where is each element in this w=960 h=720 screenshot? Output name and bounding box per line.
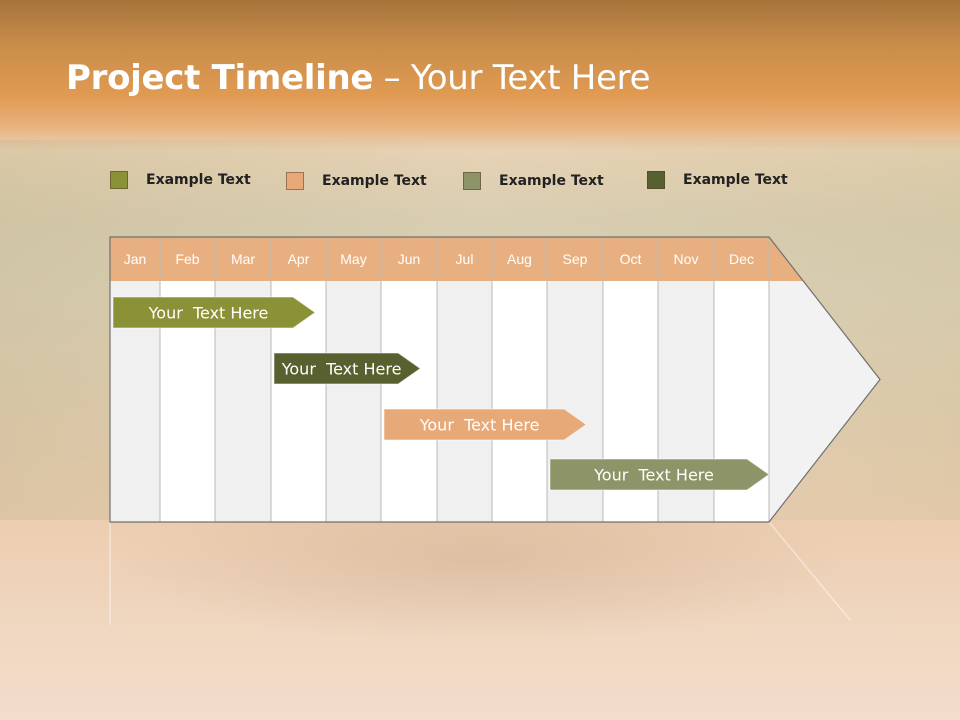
- timeline-reflection: [109, 521, 851, 625]
- month-label-jul: Jul: [456, 251, 474, 267]
- legend-item-3: Example Text: [463, 172, 604, 190]
- legend-label: Example Text: [146, 172, 251, 188]
- month-label-aug: Aug: [507, 251, 532, 267]
- legend-label: Example Text: [499, 173, 604, 189]
- timeline-task-4: Your Text Here: [549, 458, 770, 491]
- month-label-oct: Oct: [620, 251, 642, 267]
- legend-swatch: [286, 172, 304, 190]
- legend-item-4: Example Text: [647, 171, 788, 189]
- month-label-jan: Jan: [124, 251, 147, 267]
- legend-item-1: Example Text: [110, 171, 251, 189]
- task-label: Your Text Here: [419, 416, 540, 435]
- month-column: [381, 281, 437, 522]
- legend-label: Example Text: [683, 172, 788, 188]
- month-column: [492, 281, 547, 522]
- legend-swatch: [110, 171, 128, 189]
- month-label-feb: Feb: [175, 251, 199, 267]
- month-label-apr: Apr: [288, 251, 310, 267]
- month-label-may: May: [340, 251, 366, 267]
- month-label-jun: Jun: [398, 251, 421, 267]
- task-label: Your Text Here: [148, 304, 269, 323]
- task-arrow-shape: [273, 352, 422, 385]
- title-bold-text: Project Timeline: [66, 58, 374, 98]
- reflection-edge-right: [768, 521, 851, 621]
- timeline-task-3: Your Text Here: [383, 408, 588, 441]
- task-label: Your Text Here: [281, 360, 402, 379]
- month-label-dec: Dec: [729, 251, 754, 267]
- title-rest-text: – Your Text Here: [373, 58, 651, 98]
- task-arrow-shape: [383, 408, 588, 441]
- timeline-task-1: Your Text Here: [112, 296, 316, 329]
- task-arrow-shape: [112, 296, 316, 329]
- slide-title: Project Timeline – Your Text Here: [66, 58, 651, 98]
- task-label: Your Text Here: [593, 466, 714, 485]
- task-arrow-shape: [549, 458, 770, 491]
- month-label-sep: Sep: [563, 251, 588, 267]
- legend-swatch: [647, 171, 665, 189]
- timeline-arrow-outline: [109, 236, 881, 523]
- legend-item-2: Example Text: [286, 172, 427, 190]
- month-header-strip: [110, 237, 769, 281]
- timeline-task-2: Your Text Here: [273, 352, 422, 385]
- month-label-nov: Nov: [674, 251, 699, 267]
- month-label-mar: Mar: [231, 251, 255, 267]
- month-column: [326, 281, 381, 522]
- month-column: [437, 281, 492, 522]
- legend-label: Example Text: [322, 173, 427, 189]
- legend-swatch: [463, 172, 481, 190]
